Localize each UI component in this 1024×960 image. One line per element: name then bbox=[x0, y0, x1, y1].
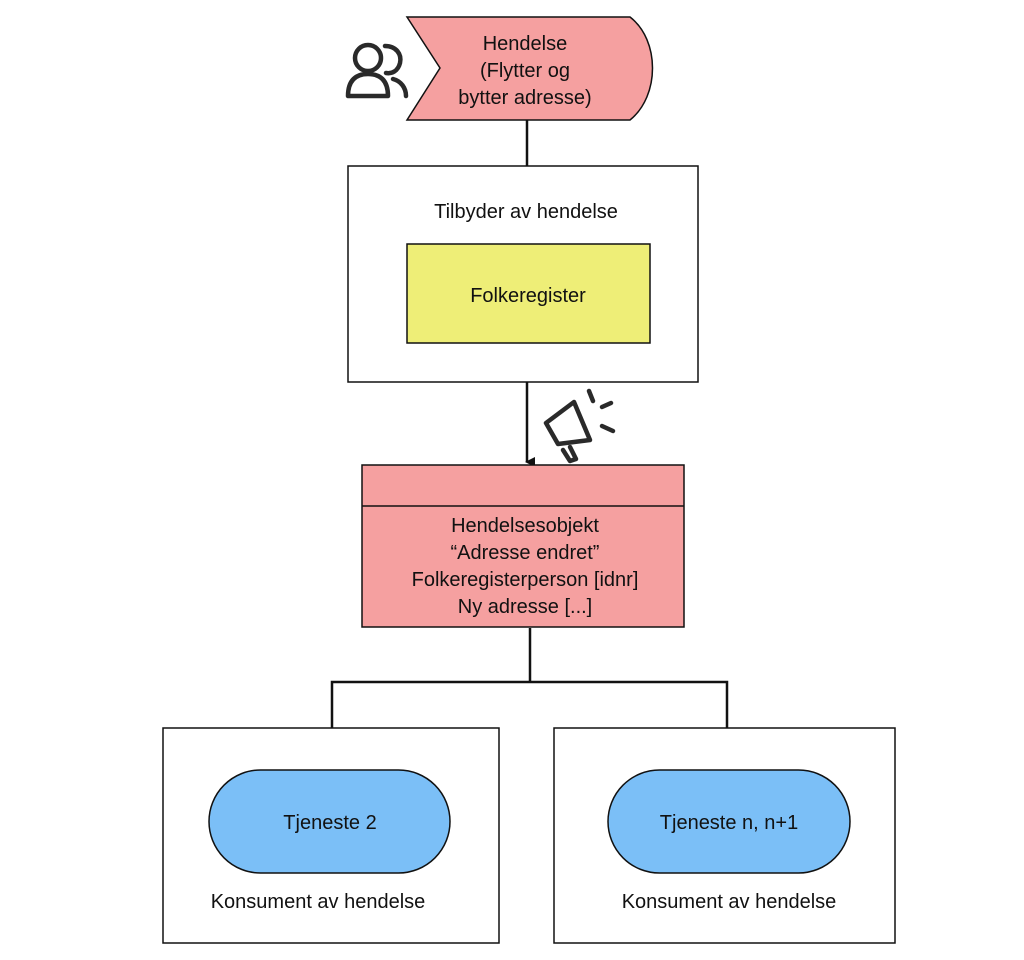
event-object-line-2: “Adresse endret” bbox=[451, 542, 600, 564]
service-label-2: Tjeneste n, n+1 bbox=[660, 812, 798, 834]
consumer-label-1: Konsument av hendelse bbox=[211, 891, 426, 913]
service-label-1: Tjeneste 2 bbox=[283, 812, 376, 834]
event-subtitle-2: bytter adresse) bbox=[458, 87, 591, 109]
event-object-line-3: Folkeregisterperson [idnr] bbox=[412, 569, 639, 591]
event-title: Hendelse bbox=[483, 33, 568, 55]
service-pill-1 bbox=[208, 769, 451, 874]
consumer-label-2: Konsument av hendelse bbox=[622, 891, 837, 913]
event-shape bbox=[405, 16, 654, 121]
event-object-line-4: Ny adresse [...] bbox=[458, 596, 593, 618]
folkeregister-box bbox=[406, 243, 651, 344]
service-pill-2 bbox=[607, 769, 851, 874]
people-icon bbox=[345, 42, 409, 99]
event-subtitle-1: (Flytter og bbox=[480, 60, 570, 82]
event-object-box bbox=[361, 464, 685, 628]
megaphone-icon bbox=[543, 388, 616, 464]
provider-title: Tilbyder av hendelse bbox=[434, 201, 618, 223]
folkeregister-label: Folkeregister bbox=[470, 285, 586, 307]
event-object-line-1: Hendelsesobjekt bbox=[451, 515, 599, 537]
